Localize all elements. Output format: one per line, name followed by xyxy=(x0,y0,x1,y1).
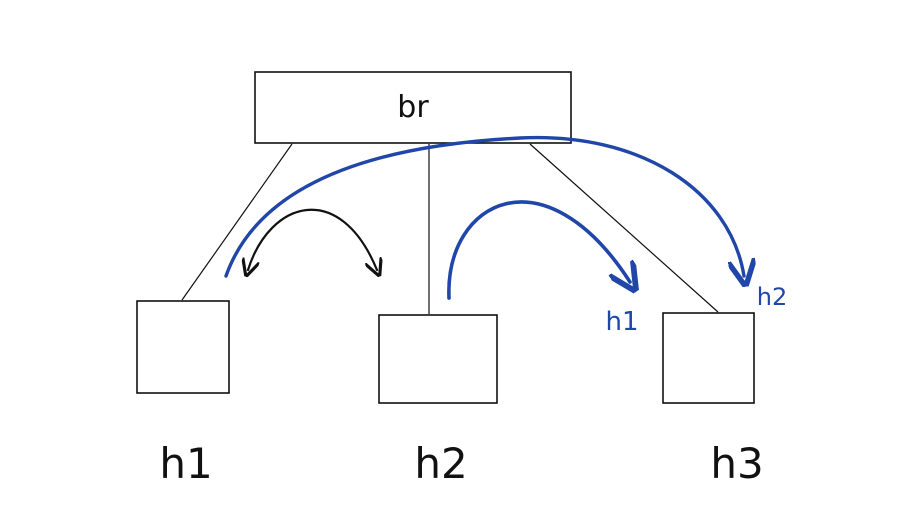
host-box-h1 xyxy=(136,300,230,394)
link-br-h1 xyxy=(181,143,293,301)
arrow-h1-h3-blue xyxy=(224,135,744,276)
switch-br: br xyxy=(254,71,572,144)
arrow-h1-h2-black xyxy=(248,208,377,270)
annotation-h2: h2 xyxy=(757,283,787,311)
host-box-h3 xyxy=(662,312,755,404)
host-label-h2: h2 xyxy=(414,439,467,488)
host-box-h2 xyxy=(378,314,498,404)
switch-label: br xyxy=(397,90,429,125)
link-br-h3 xyxy=(529,143,719,313)
annotation-h1: h1 xyxy=(605,307,638,337)
arrow-h2-h3-blue xyxy=(447,200,630,300)
host-label-h3: h3 xyxy=(710,439,763,488)
host-label-h1: h1 xyxy=(159,439,212,488)
